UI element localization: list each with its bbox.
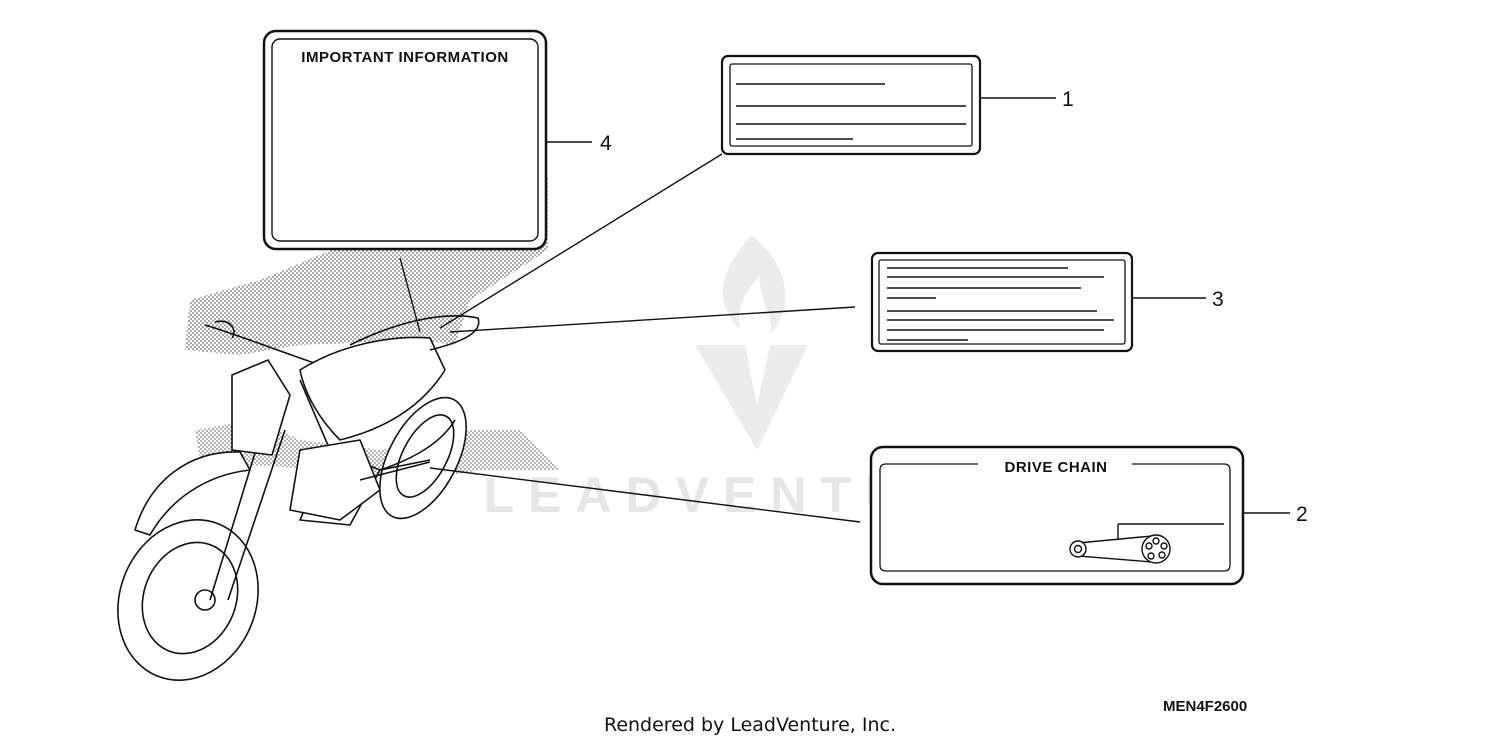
callout-1: 1 (1062, 88, 1074, 111)
render-credit: Rendered by LeadVenture, Inc. (603, 714, 897, 736)
label-plate-1[interactable] (720, 54, 982, 156)
flame-v-logo-icon (695, 235, 808, 450)
callout-4: 4 (600, 132, 612, 155)
front-hub (194, 589, 216, 611)
number-plate (231, 359, 291, 456)
swingarm (359, 461, 431, 481)
front-fork (209, 429, 286, 601)
motorcycle-illustration (117, 315, 480, 681)
text-lines (736, 83, 966, 140)
exhaust (379, 419, 456, 471)
label-plate-drive-chain[interactable]: DRIVE CHAIN (869, 445, 1245, 586)
pointer-line-2 (429, 467, 861, 523)
fuel-tank (299, 336, 446, 441)
rear-rim (395, 414, 455, 498)
seat (349, 315, 480, 351)
inner-border (879, 463, 1231, 572)
label-plate-3[interactable] (870, 251, 1134, 353)
pointer-line-4 (399, 257, 421, 333)
callout-2: 2 (1296, 503, 1308, 526)
front-rim (141, 541, 239, 655)
pointer-line-1 (439, 153, 723, 329)
drive-chain-icon (1069, 523, 1224, 564)
rear-tire (379, 396, 467, 520)
diagram-code: MEN4F2600 (1163, 698, 1247, 715)
engine (289, 439, 381, 521)
front-tire (117, 519, 259, 681)
pointer-line-3 (449, 306, 856, 333)
clutch-lever (214, 320, 235, 339)
label-plate-important-information[interactable]: IMPORTANT INFORMATION (262, 29, 548, 251)
text-lines (887, 267, 1114, 341)
callout-3: 3 (1212, 288, 1224, 311)
stipple-shading-lower (195, 420, 560, 480)
important-information-heading: IMPORTANT INFORMATION (301, 49, 508, 66)
drive-chain-heading: DRIVE CHAIN (1004, 459, 1107, 476)
front-fender (134, 451, 251, 536)
